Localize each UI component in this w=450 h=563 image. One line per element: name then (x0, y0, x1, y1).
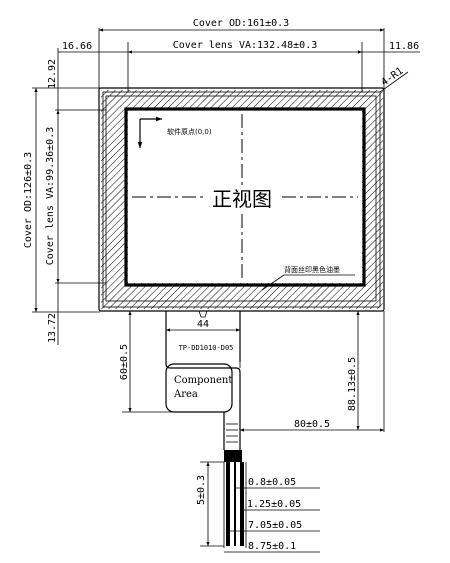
component-area-line1: Component (174, 375, 232, 386)
front-view-label: 正视图 (212, 187, 272, 211)
panel-body: 软件原点(0,0) 正视图 背面丝印黑色油墨 4-R1 (98, 66, 409, 312)
stiffener-length-label: 5±0.3 (196, 475, 207, 505)
left-dimensions: Cover OD:126±0.3 Cover lens VA:99.36±0.3… (23, 48, 106, 345)
gold-finger-pitch-label: 0.8±0.05 (248, 477, 296, 488)
cover-od-width-label: Cover OD:161±0.3 (193, 18, 289, 29)
fpc-tail-offset-label: 80±0.5 (294, 419, 330, 430)
connector-outer-label: 8.75±0.1 (248, 541, 296, 552)
bottom-offset-label: 13.72 (47, 313, 58, 343)
corner-radius-label: 4-R1 (379, 66, 405, 89)
top-offset-label: 12.92 (47, 59, 58, 89)
top-dimensions: Cover OD:161±0.3 Cover lens VA:132.48±0.… (58, 18, 420, 92)
connector-inner-label: 7.05±0.05 (248, 520, 302, 531)
gold-finger-width-label: 1.25±0.05 (247, 499, 301, 510)
fpc-dimensions: 60±0.5 88.13±0.5 80±0.5 5±0.3 0.8±0.05 1… (119, 310, 385, 553)
part-number-label: TP-DD1010-D05 (179, 344, 234, 352)
left-offset-label: 16.66 (62, 41, 92, 52)
cover-lens-va-height-label: Cover lens VA:99.36±0.3 (45, 127, 56, 265)
cover-lens-va-width-label: Cover lens VA:132.48±0.3 (173, 40, 318, 51)
component-area-line2: Area (173, 389, 198, 400)
cover-od-height-label: Cover OD:126±0.3 (23, 152, 34, 248)
fpc-tail: 44 TP-DD1010-D05 Component Area (165, 310, 247, 548)
back-print-label: 背面丝印黑色油墨 (284, 265, 340, 274)
origin-label: 软件原点(0,0) (167, 127, 212, 136)
fpc-width-label: 44 (197, 319, 209, 330)
right-offset-label: 11.86 (389, 41, 419, 52)
fpc-tail-length-label: 88.13±0.5 (347, 357, 358, 411)
fpc-length-label: 60±0.5 (119, 344, 130, 380)
